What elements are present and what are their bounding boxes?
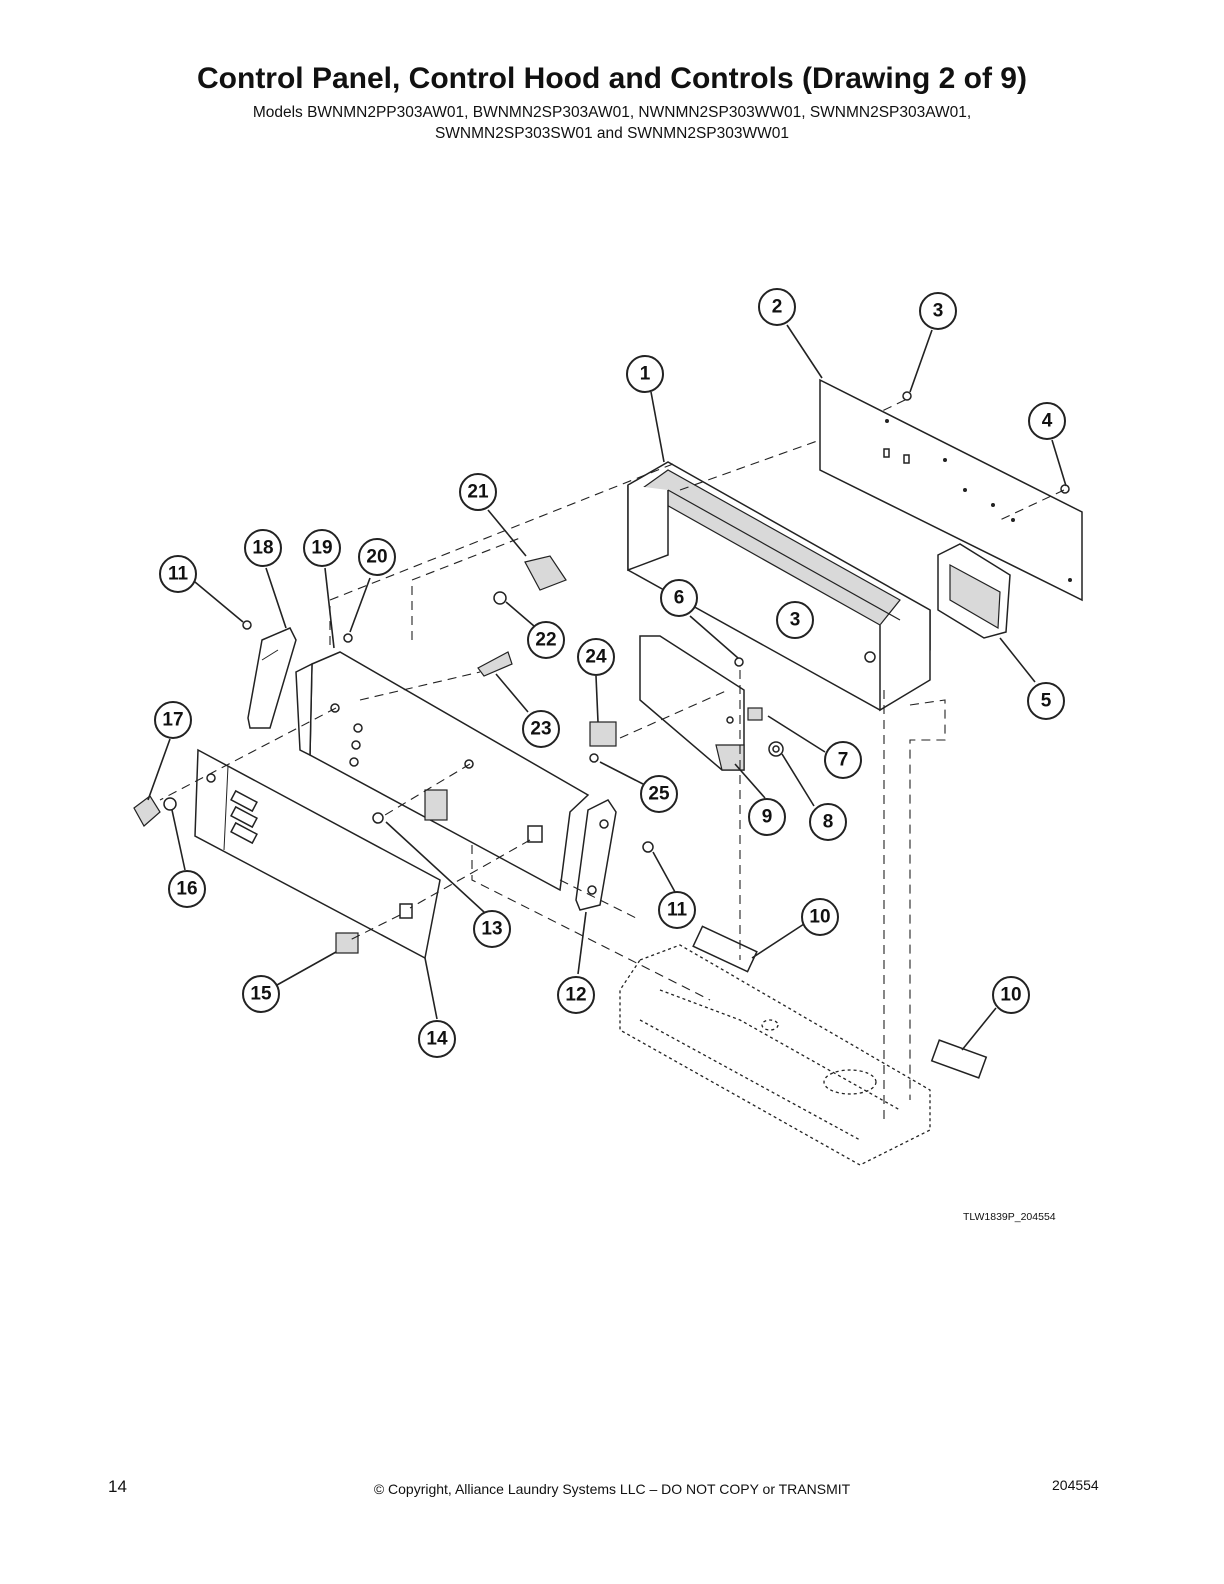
models-line-1: Models BWNMN2PP303AW01, BWNMN2SP303AW01,… (252, 104, 972, 121)
callout-23-label: 23 (530, 719, 551, 740)
callout-24-label: 24 (585, 647, 607, 668)
callout-1: 1 (626, 355, 664, 393)
page-number: 14 (108, 1477, 127, 1496)
callout-21-label: 21 (467, 482, 489, 503)
callout-20: 20 (358, 538, 396, 576)
callout-8-label: 8 (823, 812, 834, 833)
callout-19-label: 19 (311, 538, 332, 559)
control-panel-bracket (295, 651, 590, 892)
callout-11-left: 11 (159, 555, 197, 593)
copyright-notice: © Copyright, Alliance Laundry Systems LL… (373, 1481, 851, 1497)
left-end-cap (247, 627, 297, 729)
callout-6-label: 6 (674, 588, 685, 609)
callout-22: 22 (527, 621, 565, 659)
callout-11-left-label: 11 (168, 564, 189, 585)
callout-6: 6 (660, 579, 698, 617)
callout-11-right-label: 11 (667, 900, 688, 921)
page-title: Control Panel, Control Hood and Controls… (197, 62, 1027, 95)
callout-7: 7 (824, 741, 862, 779)
callouts: 1 2 3 3 4 5 6 7 8 9 10 10 11 11 12 13 14… (154, 288, 1066, 1058)
callout-12: 12 (557, 976, 595, 1014)
callout-13: 13 (473, 910, 511, 948)
callout-25: 25 (640, 775, 678, 813)
callout-24: 24 (577, 638, 615, 676)
control-board (937, 543, 1011, 639)
callout-17-label: 17 (162, 710, 183, 731)
models-line-2: SWNMN2SP303SW01 and SWNMN2SP303WW01 (434, 125, 790, 142)
callout-16-label: 16 (176, 879, 197, 900)
callout-13-label: 13 (481, 919, 502, 940)
document-number: 204554 (1052, 1477, 1099, 1493)
leader-lines (147, 324, 1067, 1051)
callout-9-label: 9 (762, 807, 773, 828)
callout-19: 19 (303, 529, 341, 567)
callout-2: 2 (758, 288, 796, 326)
callout-1-label: 1 (640, 364, 651, 385)
switch-bracket (639, 635, 745, 771)
callout-18-label: 18 (252, 538, 273, 559)
right-end-cap (575, 799, 617, 911)
callout-5: 5 (1027, 682, 1065, 720)
callout-11-right: 11 (658, 891, 696, 929)
callout-2-label: 2 (772, 297, 783, 318)
callout-18: 18 (244, 529, 282, 567)
control-hood (627, 461, 931, 712)
small-parts (133, 391, 1070, 954)
rear-panel (819, 378, 1083, 602)
callout-16: 16 (168, 870, 206, 908)
callout-3-top: 3 (919, 292, 957, 330)
callout-21: 21 (459, 473, 497, 511)
callout-25-label: 25 (648, 784, 670, 805)
callout-14-label: 14 (426, 1029, 448, 1050)
callout-22-label: 22 (535, 630, 556, 651)
callout-15-label: 15 (250, 984, 272, 1005)
callout-10-lower: 10 (992, 976, 1030, 1014)
callout-7-label: 7 (838, 750, 849, 771)
callout-8: 8 (809, 803, 847, 841)
callout-10-lower-label: 10 (1000, 985, 1021, 1006)
callout-3-right-label: 3 (790, 610, 801, 631)
callout-4: 4 (1028, 402, 1066, 440)
callout-23: 23 (522, 710, 560, 748)
assembly-lines (159, 399, 1065, 1125)
callout-17: 17 (154, 701, 192, 739)
drawing-id: TLW1839P_204554 (963, 1211, 1056, 1223)
callout-3-right: 3 (776, 601, 814, 639)
callout-14: 14 (418, 1020, 456, 1058)
callout-20-label: 20 (366, 547, 387, 568)
callout-3-top-label: 3 (933, 301, 944, 322)
callout-5-label: 5 (1041, 691, 1052, 712)
callout-10-upper-label: 10 (809, 907, 830, 928)
callout-4-label: 4 (1042, 411, 1053, 432)
callout-9: 9 (748, 798, 786, 836)
callout-12-label: 12 (565, 985, 586, 1006)
base-frame (619, 925, 988, 1166)
callout-15: 15 (242, 975, 280, 1013)
callout-10-upper: 10 (801, 898, 839, 936)
